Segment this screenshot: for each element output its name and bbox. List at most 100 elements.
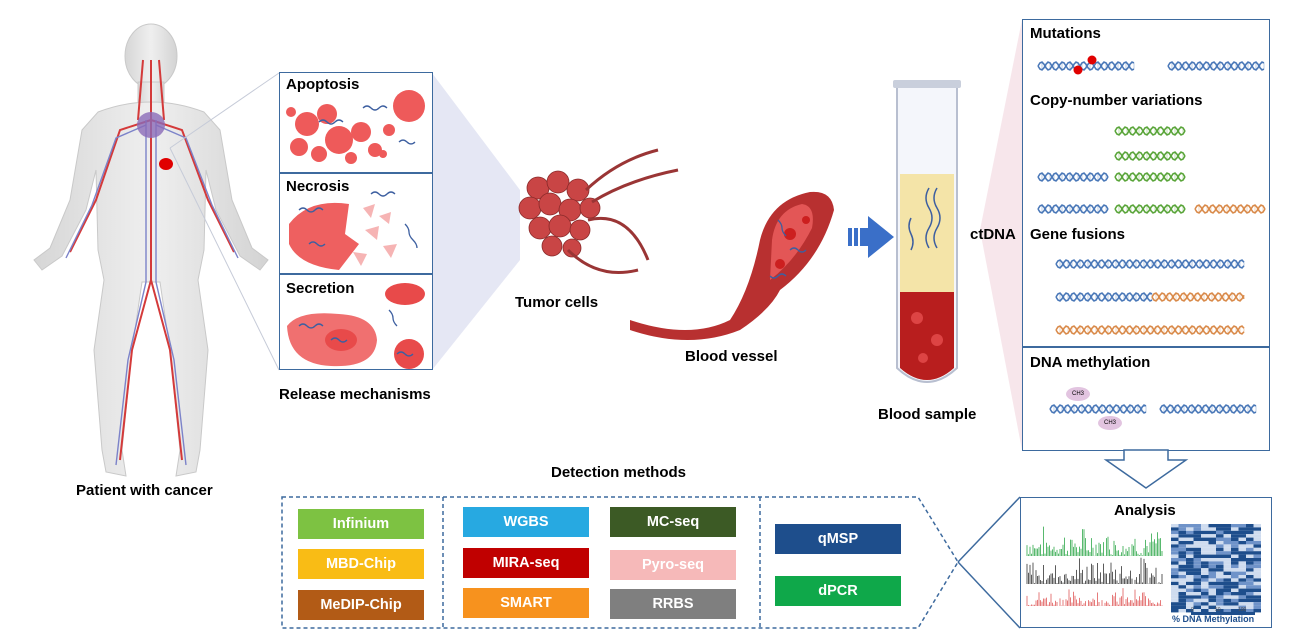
heatmap-cell [1178, 534, 1186, 538]
heatmap-cell [1171, 578, 1179, 582]
heatmap-cell [1246, 554, 1254, 558]
heatmap-cell [1178, 605, 1186, 609]
tumor-cells-illustration [518, 148, 679, 274]
heatmap-cell [1238, 534, 1246, 538]
heatmap-cell [1223, 592, 1231, 596]
heatmap-cell [1178, 564, 1186, 569]
heatmap-cell [1238, 524, 1246, 528]
heatmap-cell [1216, 585, 1224, 589]
heatmap-cell [1178, 544, 1186, 548]
heatmap-cell [1193, 524, 1201, 528]
heatmap-cell [1223, 537, 1231, 541]
heatmap-cell [1208, 558, 1216, 562]
release-mechanisms-label: Release mechanisms [279, 386, 431, 403]
method-medip-chip: MeDIP-Chip [298, 590, 424, 620]
heatmap-cell [1171, 602, 1179, 606]
heatmap-cell [1186, 568, 1194, 572]
heatmap-cell [1238, 609, 1246, 613]
heatmap-cell [1246, 534, 1254, 538]
heatmap-cell [1223, 524, 1231, 528]
heatmap-cell [1223, 575, 1231, 579]
heatmap-cell [1246, 602, 1254, 606]
heatmap-cell [1231, 588, 1239, 592]
heatmap-cell [1208, 598, 1216, 603]
heatmap-cell [1201, 561, 1209, 565]
heatmap-cell [1186, 571, 1194, 575]
heatmap-cell [1253, 564, 1261, 569]
heatmap-cell [1201, 537, 1209, 541]
heatmap-cell [1216, 575, 1224, 579]
heatmap-tick-0: 0 [1191, 607, 1194, 613]
heatmap-cell [1223, 598, 1231, 603]
heatmap-cell [1231, 558, 1239, 562]
heatmap-cell [1208, 592, 1216, 596]
heatmap-cell [1253, 530, 1261, 535]
heatmap-cell [1238, 527, 1246, 531]
analysis-plots [1026, 524, 1261, 615]
heatmap-cell [1178, 581, 1186, 586]
heatmap-cell [1186, 609, 1194, 613]
heatmap-cell [1201, 527, 1209, 531]
heatmap-cell [1216, 558, 1224, 562]
heatmap-cell [1253, 558, 1261, 562]
heatmap-cell [1216, 592, 1224, 596]
tumor-cells-label: Tumor cells [515, 294, 599, 311]
heatmap-cell [1208, 554, 1216, 558]
heatmap-cell [1193, 551, 1201, 555]
heatmap-cell [1223, 605, 1231, 609]
heatmap-cell [1201, 588, 1209, 592]
heatmap-cell [1216, 530, 1224, 535]
heatmap-cell [1186, 554, 1194, 558]
heatmap-cell [1246, 527, 1254, 531]
heatmap-cell [1171, 554, 1179, 558]
heatmap-cell [1208, 571, 1216, 575]
heatmap-cell [1186, 527, 1194, 531]
heatmap-cell [1246, 595, 1254, 599]
heatmap-cell [1186, 605, 1194, 609]
heatmap-cell [1186, 537, 1194, 541]
heatmap-cell [1193, 575, 1201, 579]
method-mbd-chip: MBD-Chip [298, 549, 424, 579]
heatmap-cell [1231, 524, 1239, 528]
heatmap-cell [1201, 595, 1209, 599]
heatmap-cell [1193, 588, 1201, 592]
heatmap-cell [1193, 564, 1201, 569]
heatmap-cell [1253, 561, 1261, 565]
heatmap-cell [1201, 551, 1209, 555]
heatmap-cell [1171, 585, 1179, 589]
heatmap-cell [1208, 561, 1216, 565]
apoptosis-title: Apoptosis [286, 76, 360, 93]
heatmap-cell [1186, 581, 1194, 586]
heatmap-cell [1208, 602, 1216, 606]
methyl-group-1: CH3 [1066, 387, 1090, 401]
heatmap-cell [1223, 551, 1231, 555]
heatmap-cell [1186, 547, 1194, 552]
heatmap-cell [1253, 602, 1261, 606]
heatmap-cell [1231, 592, 1239, 596]
heatmap-cell [1238, 592, 1246, 596]
heatmap-cell [1246, 592, 1254, 596]
heatmap-cell [1193, 534, 1201, 538]
heatmap-cell [1208, 609, 1216, 613]
heatmap-cell [1201, 534, 1209, 538]
heatmap-cell [1253, 575, 1261, 579]
heatmap-cell [1216, 551, 1224, 555]
heatmap-cell [1223, 595, 1231, 599]
heatmap-cell [1178, 598, 1186, 603]
heatmap-cell [1208, 575, 1216, 579]
heatmap-cell [1216, 571, 1224, 575]
heatmap-cell [1253, 581, 1261, 586]
heatmap-cell [1208, 588, 1216, 592]
heatmap-cell [1231, 581, 1239, 586]
heatmap-cell [1223, 564, 1231, 569]
heatmap-cell [1186, 592, 1194, 596]
heatmap-cell [1171, 592, 1179, 596]
heatmap-cell [1178, 547, 1186, 552]
heatmap-cell [1171, 534, 1179, 538]
heatmap-cell [1223, 578, 1231, 582]
heatmap-cell [1238, 602, 1246, 606]
heatmap-cell [1246, 578, 1254, 582]
down-arrow-icon [1103, 449, 1189, 489]
heatmap-cell [1171, 564, 1179, 569]
heatmap-cell [1208, 551, 1216, 555]
